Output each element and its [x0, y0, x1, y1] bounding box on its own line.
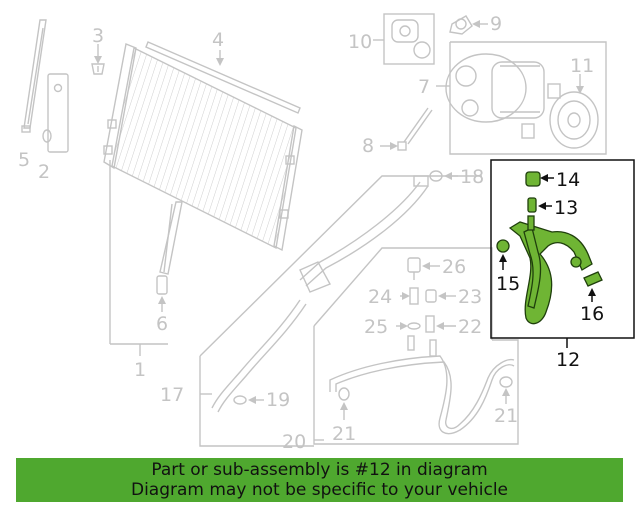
- callout-17[interactable]: 17: [160, 384, 184, 406]
- banner-line-1: Part or sub-assembly is #12 in diagram: [151, 460, 488, 480]
- callout-1-bracket-lines: [109, 160, 168, 356]
- info-banner: Part or sub-assembly is #12 in diagram D…: [16, 458, 623, 502]
- callout-24[interactable]: 24: [368, 286, 392, 308]
- callout-9[interactable]: 9: [490, 13, 502, 35]
- part-13-valve-core[interactable]: [527, 197, 552, 213]
- part-14-cap[interactable]: [525, 171, 554, 187]
- part-20-liquid-line[interactable]: [329, 335, 515, 435]
- part-25-o-ring[interactable]: [396, 322, 421, 330]
- part-21-o-ring-left[interactable]: [338, 387, 350, 420]
- callout-11[interactable]: 11: [570, 55, 594, 77]
- part-9-cap[interactable]: [449, 15, 488, 35]
- callout-10[interactable]: 10: [348, 31, 372, 53]
- part-1-condenser[interactable]: [103, 43, 303, 252]
- part-26-pressure-switch[interactable]: [407, 257, 440, 280]
- part-6-drier[interactable]: [156, 201, 183, 312]
- callout-16[interactable]: 16: [580, 303, 604, 325]
- callout-8[interactable]: 8: [362, 135, 374, 157]
- callout-12[interactable]: 12: [556, 349, 580, 371]
- callout-22[interactable]: 22: [458, 316, 482, 338]
- part-15-o-ring[interactable]: [496, 239, 510, 270]
- compressor-body: [445, 53, 545, 139]
- callout-4[interactable]: 4: [212, 29, 224, 51]
- part-7-compressor-box[interactable]: [436, 41, 607, 155]
- callout-6[interactable]: 6: [156, 313, 168, 335]
- callout-7[interactable]: 7: [418, 76, 430, 98]
- part-8-valve[interactable]: [380, 107, 433, 151]
- part-22-valve[interactable]: [425, 315, 456, 333]
- part-17-suction-hose[interactable]: [211, 175, 429, 413]
- part-12-discharge-hose[interactable]: [508, 215, 593, 325]
- callout-14[interactable]: 14: [556, 169, 580, 191]
- callout-19[interactable]: 19: [266, 389, 290, 411]
- callout-26[interactable]: 26: [442, 256, 466, 278]
- part-10-gasket-kit[interactable]: [373, 13, 435, 65]
- callout-25[interactable]: 25: [364, 316, 388, 338]
- callout-15[interactable]: 15: [496, 273, 520, 295]
- part-2-bracket[interactable]: [42, 73, 69, 153]
- part-3-bolt[interactable]: [91, 44, 105, 75]
- callout-3[interactable]: 3: [92, 25, 104, 47]
- part-11-clutch-pulley[interactable]: [547, 74, 599, 149]
- callout-2[interactable]: 2: [38, 161, 50, 183]
- part-19-o-ring[interactable]: [233, 395, 264, 405]
- part-18-o-ring[interactable]: [429, 170, 458, 182]
- callout-21-right[interactable]: 21: [494, 405, 518, 427]
- part-16-gasket[interactable]: [583, 271, 603, 302]
- part-20-region-outline: [313, 247, 519, 445]
- callout-18[interactable]: 18: [460, 166, 484, 188]
- callout-5[interactable]: 5: [18, 149, 30, 171]
- callout-23[interactable]: 23: [458, 286, 482, 308]
- callout-13[interactable]: 13: [554, 197, 578, 219]
- callout-20[interactable]: 20: [282, 431, 306, 453]
- banner-line-2: Diagram may not be specific to your vehi…: [130, 480, 508, 500]
- part-24-valve-core[interactable]: [400, 287, 419, 305]
- callout-21-left[interactable]: 21: [332, 423, 356, 445]
- part-21-o-ring-right[interactable]: [499, 376, 513, 404]
- part-4-seal-strip[interactable]: [145, 41, 301, 114]
- part-23-cap[interactable]: [425, 289, 456, 303]
- callout-1[interactable]: 1: [134, 359, 146, 381]
- part-5-side-seal[interactable]: [21, 19, 47, 133]
- part-12-highlight-box[interactable]: [490, 159, 635, 348]
